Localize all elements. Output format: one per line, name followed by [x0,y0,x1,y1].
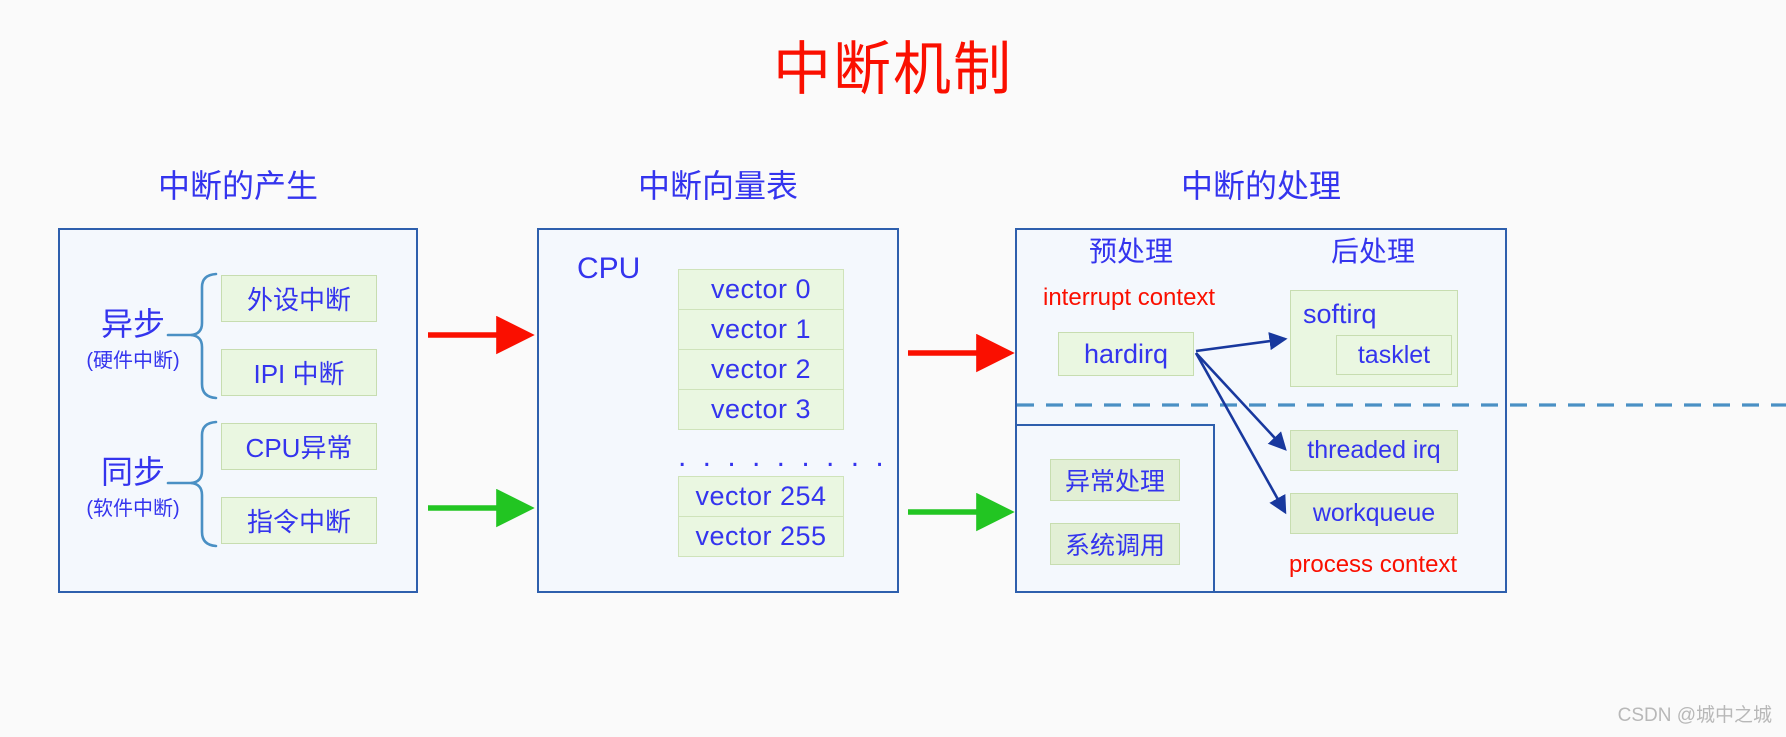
gen-item-ipi-interrupt[interactable]: IPI 中断 [221,349,377,396]
exception-handling-box[interactable]: 异常处理 [1050,459,1180,501]
section-heading-generation: 中断的产生 [157,168,318,204]
interrupt-context-label: interrupt context [1043,284,1216,311]
gen-item-peripheral-interrupt[interactable]: 外设中断 [221,275,377,322]
async-sublabel: (硬件中断) [86,350,180,372]
vector-cell[interactable]: vector 0 [678,269,844,310]
sync-label: 同步 [100,454,165,490]
threaded-irq-box[interactable]: threaded irq [1290,430,1458,471]
gen-item-instruction-interrupt[interactable]: 指令中断 [221,497,377,544]
syscall-box[interactable]: 系统调用 [1050,523,1180,565]
pre-processing-heading: 预处理 [1088,236,1173,267]
workqueue-box[interactable]: workqueue [1290,493,1458,534]
process-context-label: process context [1289,551,1458,578]
async-label: 异步 [100,306,165,342]
vector-cell[interactable]: vector 3 [678,389,844,430]
vector-cell[interactable]: vector 254 [678,476,844,517]
sync-sublabel: (软件中断) [86,498,180,520]
vector-cell[interactable]: vector 2 [678,349,844,390]
process-inner-panel [1015,424,1215,593]
section-heading-handling: 中断的处理 [1180,168,1341,204]
vector-cell[interactable]: vector 255 [678,516,844,557]
page-title: 中断机制 [772,37,1013,102]
vector-ellipsis: . . . . . . . . . [678,440,888,473]
post-processing-heading: 后处理 [1330,236,1415,267]
gen-item-cpu-exception[interactable]: CPU异常 [221,423,377,470]
vector-cells-top: vector 0 vector 1 vector 2 vector 3 [678,269,844,430]
softirq-label: softirq [1303,299,1377,329]
watermark: CSDN @城中之城 [1617,705,1772,726]
cpu-label: CPU [577,252,641,285]
vector-cell[interactable]: vector 1 [678,309,844,350]
section-heading-vector-table: 中断向量表 [637,168,798,204]
softirq-box[interactable]: softirq tasklet [1290,290,1458,387]
vector-cells-bottom: vector 254 vector 255 [678,476,844,557]
hardirq-box[interactable]: hardirq [1058,332,1194,376]
tasklet-box[interactable]: tasklet [1336,335,1452,375]
